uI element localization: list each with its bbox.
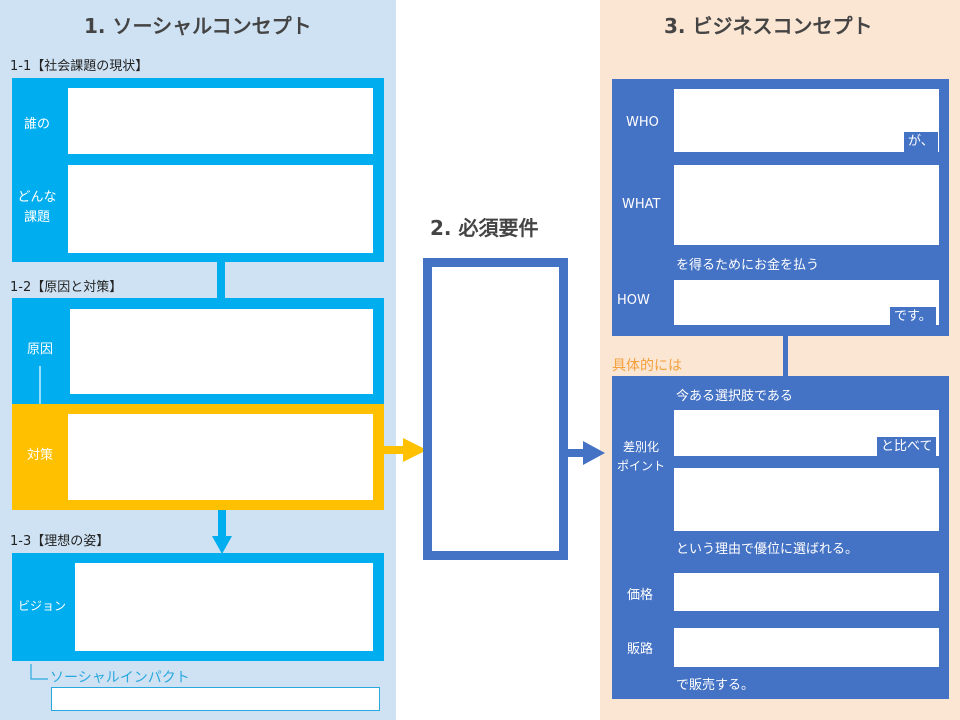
vision-input[interactable] [75,563,373,651]
issue-input[interactable] [68,165,373,253]
channel-label: 販路 [627,642,654,657]
diff-label-line1: 差別化 [622,440,659,454]
social-concept-title: 1. ソーシャルコンセプト [84,14,312,38]
how-suffix: です。 [890,307,936,327]
connector-business [783,336,788,376]
who-input-biz[interactable] [674,89,939,152]
cause-measure-heading: 1-2【原因と対策】 [10,280,123,295]
measure-to-vision-arrow [212,510,232,554]
cause-input[interactable] [70,309,373,394]
channel-suffix: で販売する。 [676,678,755,693]
who-input[interactable] [68,88,373,154]
diff-label-line2: ポイント [616,459,665,473]
ideal-state-heading: 1-3【理想の姿】 [10,534,110,549]
measure-to-requirements-arrow [383,438,427,462]
reason-suffix: という理由で優位に選ばれる。 [676,542,859,557]
issue-label-line1: どんな [17,190,57,205]
reason-input[interactable] [674,468,939,531]
channel-input[interactable] [674,628,939,667]
what-label: WHAT [622,197,661,212]
impact-bracket [30,664,48,680]
specifically-label: 具体的には [612,358,682,374]
what-input[interactable] [674,165,939,245]
how-label: HOW [617,293,650,308]
who-label-biz: WHO [626,115,659,130]
requirements-title: 2. 必須要件 [430,216,539,240]
connector-1-2 [217,262,225,298]
social-impact-input[interactable] [51,687,380,711]
who-suffix: が、 [904,132,938,152]
business-concept-title: 3. ビジネスコンセプト [664,14,873,38]
requirements-to-business-arrow [567,441,605,465]
current-issue-heading: 1-1【社会課題の現状】 [10,59,149,74]
who-label: 誰の [23,117,50,132]
vision-label: ビジョン [17,599,66,613]
existing-choice-label: 今ある選択肢である [676,389,793,404]
price-input[interactable] [674,573,939,611]
issue-label-line2: 課題 [23,210,50,225]
measure-label: 対策 [26,448,53,463]
social-impact-label: ソーシャルインパクト [50,670,190,686]
compare-suffix: と比べて [877,437,937,457]
cause-label: 原因 [26,342,53,357]
what-suffix: を得るためにお金を払う [676,258,820,273]
requirements-input[interactable] [432,267,559,551]
price-label: 価格 [627,588,654,603]
measure-input[interactable] [68,414,373,500]
